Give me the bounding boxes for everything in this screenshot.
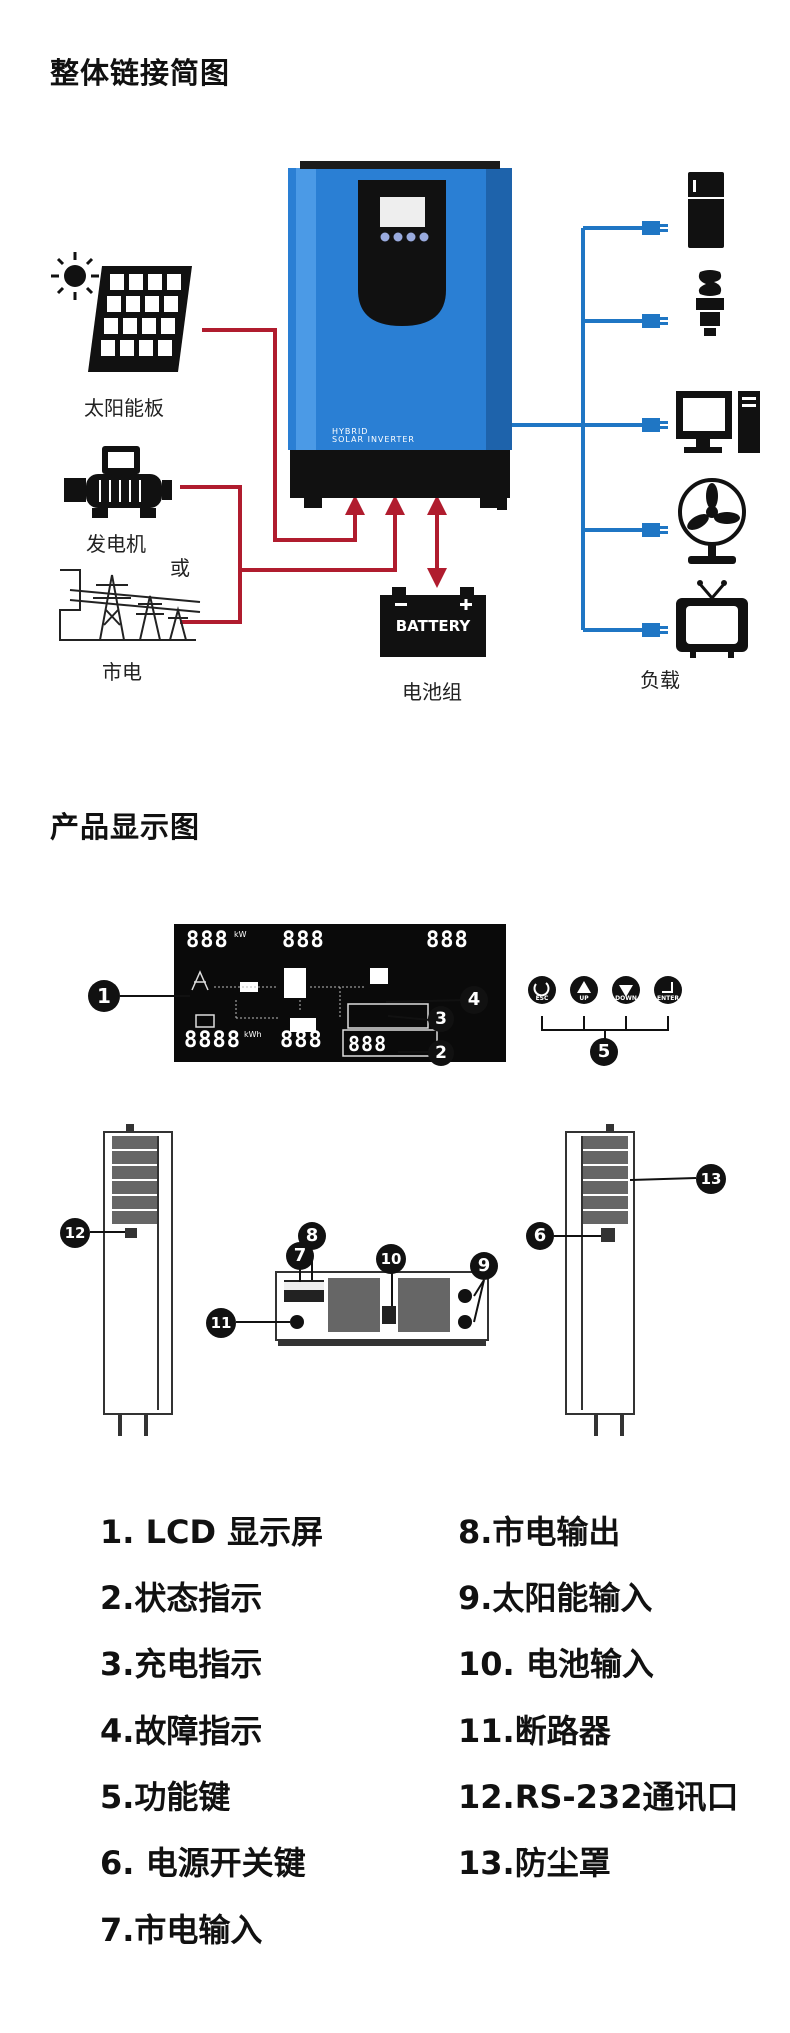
callout-badge-11: 11 (206, 1308, 236, 1338)
inverter-lcd (380, 197, 425, 227)
callout-badge-9: 9 (470, 1252, 498, 1280)
callout-badge-13: 13 (696, 1164, 726, 1194)
inverter-brand-line2: SOLAR INVERTER (332, 435, 415, 444)
lcd-unit-kwh: kWh (244, 1030, 262, 1039)
product-display-diagram (90, 924, 697, 1436)
callout-badge-6: 6 (526, 1222, 554, 1250)
legend-item-13: 13.防尘罩 (458, 1844, 611, 1882)
lcd-digits-top-left: 888 (186, 928, 229, 953)
button-label-down: DOWN (615, 995, 637, 1002)
button-label-up: UP (579, 995, 589, 1002)
left-side-view (90, 1124, 173, 1436)
up-triangle-icon (577, 981, 591, 993)
lcd-digits-bottom-left: 8888 (184, 1028, 241, 1053)
legend-item-11: 11.断路器 (458, 1712, 611, 1750)
legend-item-12: 12.RS-232通讯口 (458, 1778, 739, 1816)
button-label-enter: ENTER (657, 995, 679, 1002)
down-triangle-icon (619, 985, 633, 997)
callout-badge-7: 7 (286, 1242, 314, 1270)
red-wiring (180, 328, 439, 624)
lcd-panel (174, 924, 506, 1062)
lcd-digits-top-mid: 888 (282, 928, 325, 953)
blue-wiring (512, 226, 650, 632)
callout-badge-10: 10 (376, 1244, 406, 1274)
battery-text: BATTERY (395, 617, 471, 635)
legend-item-9: 9.太阳能输入 (458, 1579, 653, 1617)
enter-icon (662, 982, 673, 993)
function-buttons (528, 976, 682, 1040)
callout-badge-8: 8 (298, 1222, 326, 1250)
label-battery-group: 电池组 (402, 680, 462, 704)
callout-leaders (120, 995, 467, 1053)
callout-badge-2: 2 (428, 1040, 454, 1066)
battery-icon (380, 587, 486, 657)
hybrid-inverter (288, 161, 512, 510)
lcd-digits-top-right: 888 (426, 928, 469, 953)
legend-item-5: 5.功能键 (100, 1778, 231, 1816)
red-arrows (345, 495, 447, 588)
legend-item-4: 4.故障指示 (100, 1712, 263, 1750)
plug-connectors (642, 221, 668, 637)
lcd-unit-kw: kW (234, 930, 247, 939)
television-icon (676, 580, 748, 658)
lcd-digits-bottom-mid: 888 (280, 1028, 323, 1053)
esc-back-icon (533, 982, 550, 997)
callout-badge-12: 12 (60, 1218, 90, 1248)
callout-badge-1: 1 (88, 980, 120, 1012)
light-bulb-icon (696, 270, 724, 336)
legend-item-6: 6. 电源开关键 (100, 1844, 306, 1882)
inverter-brand-line1: HYBRID (332, 427, 369, 436)
fan-icon (678, 478, 746, 564)
callout-badge-5: 5 (590, 1038, 618, 1066)
computer-icon (676, 391, 760, 453)
label-generator: 发电机 (86, 532, 146, 556)
power-grid-icon (59, 569, 201, 641)
section-title-overview: 整体链接简图 (50, 56, 231, 90)
legend-item-8: 8.市电输出 (458, 1513, 621, 1551)
refrigerator-icon (688, 172, 724, 248)
callout-badge-3: 3 (428, 1006, 454, 1032)
legend-item-2: 2.状态指示 (100, 1579, 263, 1617)
inverter-brand-text: HYBRID SOLAR INVERTER (332, 428, 415, 444)
label-load: 负载 (640, 668, 680, 692)
label-or: 或 (170, 556, 190, 580)
legend-item-10: 10. 电池输入 (458, 1645, 654, 1683)
solar-panel-icon (51, 252, 192, 372)
label-grid: 市电 (102, 660, 142, 684)
right-side-view (554, 1124, 697, 1436)
callout-badge-4: 4 (460, 986, 488, 1014)
generator-icon (64, 446, 172, 518)
button-label-esc: ESC (535, 995, 549, 1002)
bottom-view (275, 1271, 489, 1346)
connection-diagram (51, 161, 760, 658)
legend-item-3: 3.充电指示 (100, 1645, 263, 1683)
label-solar-panel: 太阳能板 (84, 396, 164, 420)
legend-item-7: 7.市电输入 (100, 1911, 263, 1949)
lcd-digits-bottom-right: 888 (348, 1032, 388, 1056)
section-title-display: 产品显示图 (50, 810, 201, 844)
bottom-callout-leaders (236, 1252, 485, 1323)
legend-item-1: 1. LCD 显示屏 (100, 1513, 324, 1551)
